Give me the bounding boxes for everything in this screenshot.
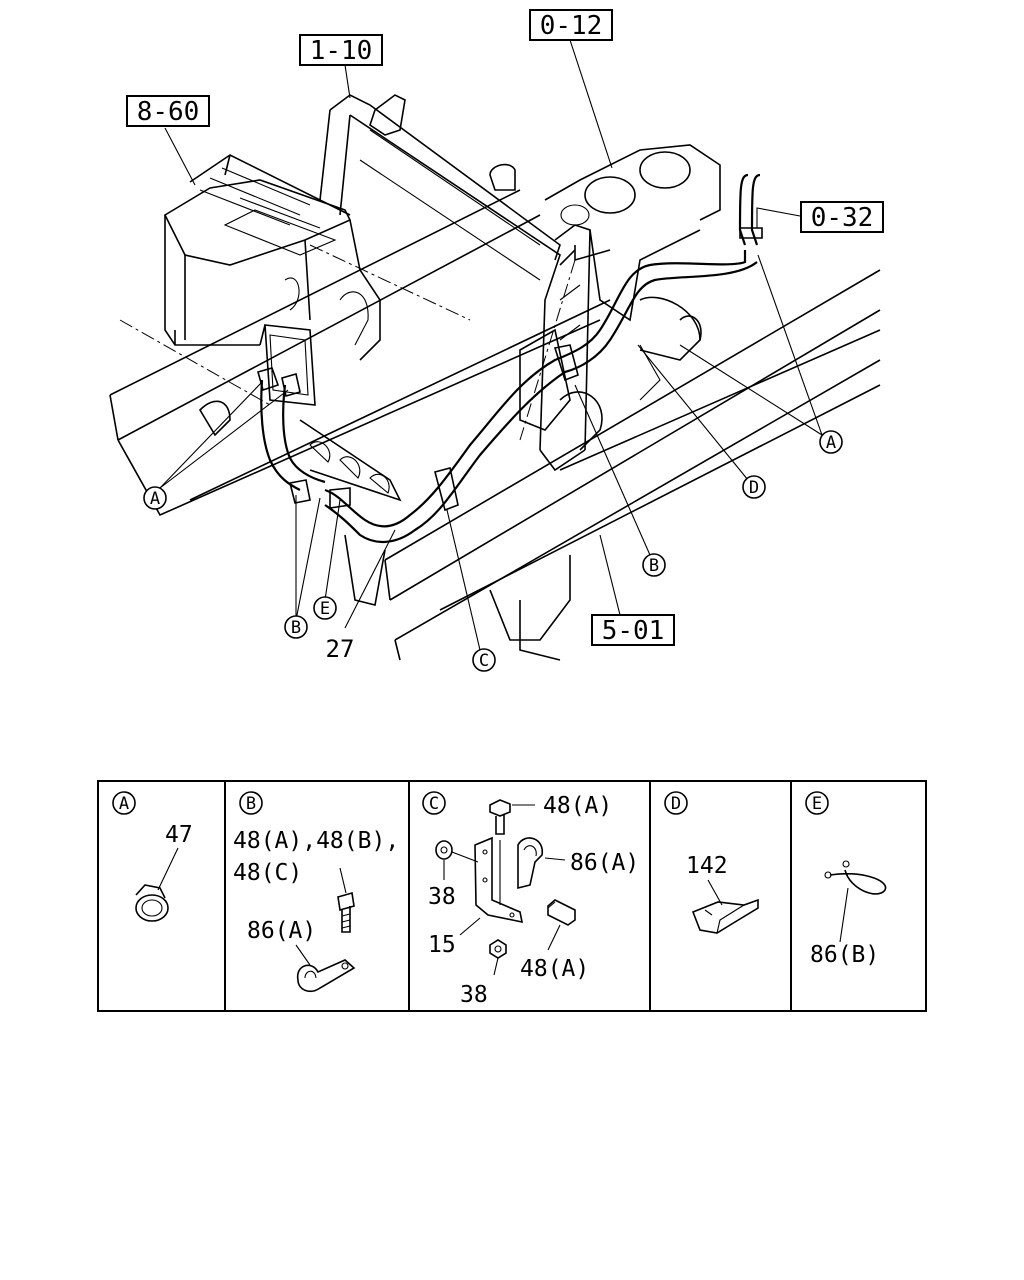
bracket-icon xyxy=(474,836,524,924)
bolt-icon xyxy=(547,899,576,926)
callout-27: 27 xyxy=(326,635,355,663)
callout-circle-d: D xyxy=(742,475,766,499)
svg-text:47: 47 xyxy=(165,822,193,848)
callout-circle-c: C xyxy=(472,648,496,672)
svg-text:48(A): 48(A) xyxy=(520,956,589,982)
svg-text:E: E xyxy=(812,794,822,814)
svg-text:1-10: 1-10 xyxy=(310,36,373,66)
radiator xyxy=(319,94,591,472)
ref-box-5-01: 5-01 xyxy=(591,614,675,646)
ref-box-0-32: 0-32 xyxy=(800,201,884,233)
protector-plate-icon xyxy=(691,898,759,934)
ref-box-1-10: 1-10 xyxy=(299,34,383,66)
bolt-icon xyxy=(489,799,511,835)
svg-text:38: 38 xyxy=(428,884,456,910)
svg-text:86(A): 86(A) xyxy=(247,918,316,944)
detail-table xyxy=(97,780,927,1012)
table-cell-a: A 47 xyxy=(112,791,193,922)
svg-text:0-32: 0-32 xyxy=(811,203,874,233)
svg-text:15: 15 xyxy=(428,932,456,958)
svg-text:B: B xyxy=(649,556,659,576)
table-cell-d: D 142 xyxy=(664,791,759,934)
svg-text:142: 142 xyxy=(686,853,728,879)
svg-text:C: C xyxy=(429,794,439,814)
svg-text:8-60: 8-60 xyxy=(137,97,200,127)
table-cell-b: B 48(A),48(B), 48(C) 86(A) xyxy=(233,791,399,992)
nut-icon xyxy=(489,939,507,959)
bolt-icon xyxy=(337,891,355,933)
heater-unit xyxy=(163,154,381,406)
callout-circle-a-right: A xyxy=(819,430,843,454)
chassis-frame xyxy=(109,189,881,661)
leader-lines xyxy=(159,39,823,651)
pipe-clip-icon xyxy=(517,837,543,890)
svg-text:0-12: 0-12 xyxy=(540,11,603,41)
svg-text:A: A xyxy=(119,794,129,814)
hose-clamp-icon xyxy=(135,884,169,922)
table-cell-c: C 48(A) 86(A) 38 15 xyxy=(422,791,639,1008)
svg-text:C: C xyxy=(479,651,489,671)
svg-text:48(A),48(B),: 48(A),48(B), xyxy=(233,828,399,854)
callout-circle-b-right: B xyxy=(642,553,666,577)
svg-text:E: E xyxy=(320,599,330,619)
callout-circle-e: E xyxy=(313,596,337,620)
svg-text:A: A xyxy=(150,489,160,509)
engine-block xyxy=(519,144,721,451)
wire-clip-icon xyxy=(824,860,887,895)
svg-text:38: 38 xyxy=(460,982,488,1008)
heater-hose xyxy=(257,173,763,543)
svg-text:86(A): 86(A) xyxy=(570,850,639,876)
svg-text:86(B): 86(B) xyxy=(810,942,879,968)
ref-box-0-12: 0-12 xyxy=(529,9,613,41)
svg-text:48(C): 48(C) xyxy=(233,860,302,886)
svg-text:A: A xyxy=(826,433,836,453)
ref-box-8-60: 8-60 xyxy=(126,95,210,127)
svg-text:B: B xyxy=(291,618,301,638)
table-cell-e: E 86(B) xyxy=(805,791,887,968)
pipe-clip-icon xyxy=(296,959,356,992)
svg-text:B: B xyxy=(246,794,256,814)
callout-circle-b-left: B xyxy=(284,615,308,639)
callout-circle-a-left: A xyxy=(143,486,167,510)
svg-text:D: D xyxy=(749,478,759,498)
svg-text:48(A): 48(A) xyxy=(543,793,612,819)
svg-text:5-01: 5-01 xyxy=(602,616,665,646)
nut-icon xyxy=(435,840,453,860)
svg-text:D: D xyxy=(671,794,681,814)
lower-block xyxy=(198,400,571,661)
